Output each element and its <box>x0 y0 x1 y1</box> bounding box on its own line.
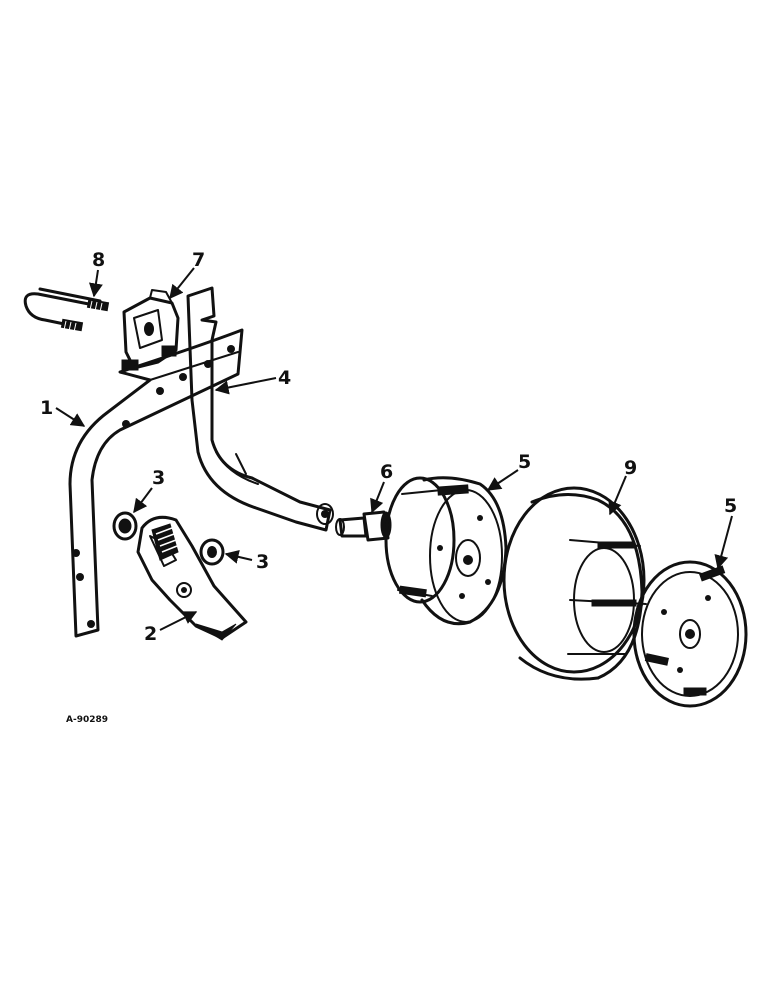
leader-4 <box>214 377 277 395</box>
leader-1 <box>55 407 86 427</box>
wheel-half-right <box>632 560 748 708</box>
axle <box>335 510 392 542</box>
shovel-point <box>136 515 248 641</box>
leader-9 <box>608 475 627 516</box>
u-bolt-thread-lower <box>60 318 84 333</box>
leader-5a <box>486 469 519 491</box>
leader-7 <box>169 267 195 300</box>
callout-3b: 3 <box>256 551 269 573</box>
callout-6: 6 <box>380 461 393 483</box>
callout-3a: 3 <box>152 467 165 489</box>
u-bolt <box>23 287 110 333</box>
shovel-gear-teeth <box>151 523 179 561</box>
leader-3b <box>224 550 253 564</box>
leader-6 <box>370 481 385 514</box>
leader-5b <box>714 515 733 570</box>
callout-5a: 5 <box>518 451 531 473</box>
spacer-left <box>112 511 138 541</box>
callout-2: 2 <box>144 623 157 645</box>
shank <box>186 286 334 532</box>
spacer-right <box>199 538 225 566</box>
callout-8: 8 <box>92 249 105 271</box>
callout-1: 1 <box>40 397 53 419</box>
leader-3a <box>133 487 153 514</box>
callout-7: 7 <box>192 249 205 271</box>
leader-lines <box>55 267 733 631</box>
wheel-half-left <box>384 476 508 626</box>
callout-5b: 5 <box>724 495 737 517</box>
clamp <box>121 289 180 371</box>
leader-8 <box>88 269 103 298</box>
leader-2 <box>159 611 198 631</box>
callout-4: 4 <box>278 367 291 389</box>
u-bolt-thread-upper <box>86 298 110 313</box>
callout-9: 9 <box>624 457 637 479</box>
tire <box>502 486 647 681</box>
figure-id: A-90289 <box>66 715 108 725</box>
